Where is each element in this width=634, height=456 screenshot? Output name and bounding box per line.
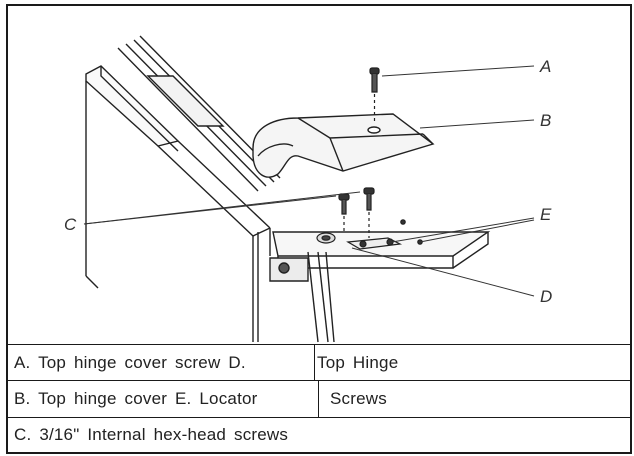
- legend-cell-right: Top Hinge: [317, 352, 399, 372]
- legend-cell-full: C. 3/16" Internal hex-head screws: [14, 425, 289, 444]
- legend-cell-right: Screws: [330, 389, 387, 408]
- legend-cell-left: A. Top hinge cover screw D.: [14, 352, 246, 372]
- hinge-diagram: A B C E D: [8, 6, 630, 344]
- legend-divider: [318, 381, 319, 417]
- callout-a: A: [539, 57, 551, 76]
- legend-row: A. Top hinge cover screw D. Top Hinge: [8, 344, 630, 380]
- cabinet-illustration: [85, 35, 491, 343]
- locator-screw-icon: [363, 187, 375, 238]
- parts-legend: A. Top hinge cover screw D. Top Hinge B.…: [8, 344, 630, 452]
- callout-c: C: [64, 215, 77, 234]
- callout-e: E: [540, 205, 552, 224]
- legend-row: C. 3/16" Internal hex-head screws: [8, 417, 630, 452]
- hinge-cover-illustration: [252, 113, 435, 178]
- legend-row: B. Top hinge cover E. Locator Screws: [8, 380, 630, 417]
- leader-lines: [83, 65, 535, 297]
- callout-b: B: [540, 111, 551, 130]
- hinge-illustration: A B C E D: [64, 35, 552, 343]
- callout-d: D: [540, 287, 552, 306]
- legend-divider: [314, 345, 315, 380]
- hinge-cover-screw-icon: [369, 67, 380, 124]
- diagram-frame: A B C E D A. Top hinge cover screw D. To…: [6, 4, 632, 454]
- legend-cell-left: B. Top hinge cover E. Locator: [14, 389, 258, 408]
- hex-head-screw-icon: [338, 193, 350, 232]
